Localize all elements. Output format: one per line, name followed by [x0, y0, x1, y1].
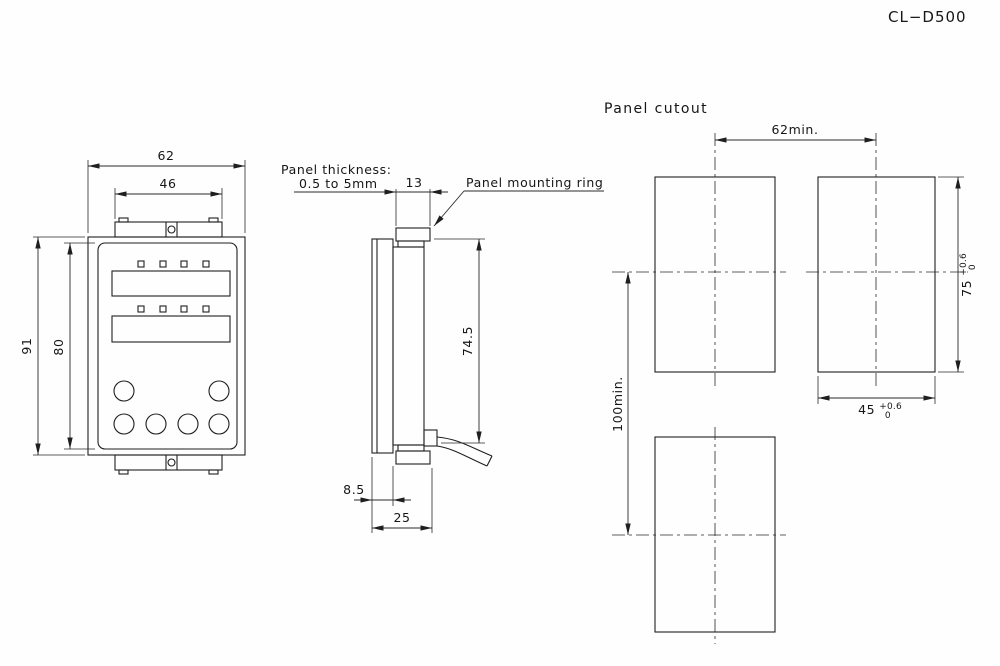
panel-thickness-label: Panel thickness: — [281, 162, 392, 177]
dim-front-width: 62 — [157, 148, 174, 163]
mounting-screw-hole — [167, 458, 176, 467]
terminal-block — [423, 429, 438, 447]
front-body-outline — [87, 236, 246, 456]
panel-cutout-view: Panel cutout 62min. 100min. 75+0.6 — [604, 101, 978, 644]
front-view: 62 46 91 80 — [19, 148, 246, 475]
button-circle — [208, 380, 230, 402]
indicator-squares-upper — [137, 260, 210, 268]
drawing-title: CL−D500 — [888, 8, 967, 26]
dim-total-depth: 25 — [393, 510, 410, 525]
panel-cutout-heading: Panel cutout — [604, 101, 708, 117]
dim-cutout-height: 75+0.60 — [959, 253, 978, 297]
side-dimensions: 13 74.5 8.5 25 — [343, 175, 485, 533]
side-bezel-outline — [371, 238, 394, 454]
panel-thickness-range: 0.5 to 5mm — [299, 176, 378, 191]
dim-front-inner-height: 80 — [51, 338, 66, 355]
panel-mounting-ring-top — [395, 227, 431, 248]
mounting-screw-hole — [167, 225, 176, 234]
button-circle — [208, 413, 230, 435]
panel-mounting-ring-label: Panel mounting ring — [466, 175, 603, 190]
front-bottom-mounting-flange — [114, 454, 223, 475]
dim-case-height: 74.5 — [460, 326, 475, 356]
panel-mounting-ring-bottom — [395, 444, 431, 465]
side-case-outline — [392, 246, 425, 446]
button-circle — [145, 413, 167, 435]
cutout-rect-upper-right — [817, 176, 936, 373]
mounting-ring-leader — [433, 190, 465, 227]
side-view: Panel thickness: 0.5 to 5mm Panel mounti… — [281, 162, 604, 533]
front-bezel-outline — [97, 242, 238, 450]
cable — [436, 436, 493, 467]
dim-horizontal-pitch: 62min. — [771, 122, 818, 137]
button-circle — [177, 413, 199, 435]
front-buttons — [113, 380, 230, 435]
button-circle — [113, 380, 135, 402]
display-window-lower — [111, 315, 231, 343]
front-dimensions: 62 46 91 80 — [19, 148, 246, 456]
front-top-mounting-flange — [114, 217, 223, 238]
dim-front-height: 91 — [19, 337, 34, 354]
indicator-squares-lower — [137, 305, 210, 313]
dim-bezel-depth: 8.5 — [343, 482, 365, 497]
centerlines — [612, 133, 968, 644]
dim-front-inner-width: 46 — [159, 176, 176, 191]
dim-ring-depth: 13 — [405, 175, 422, 190]
display-window-upper — [111, 270, 231, 297]
dim-vertical-pitch: 100min. — [610, 376, 625, 432]
button-circle — [113, 413, 135, 435]
